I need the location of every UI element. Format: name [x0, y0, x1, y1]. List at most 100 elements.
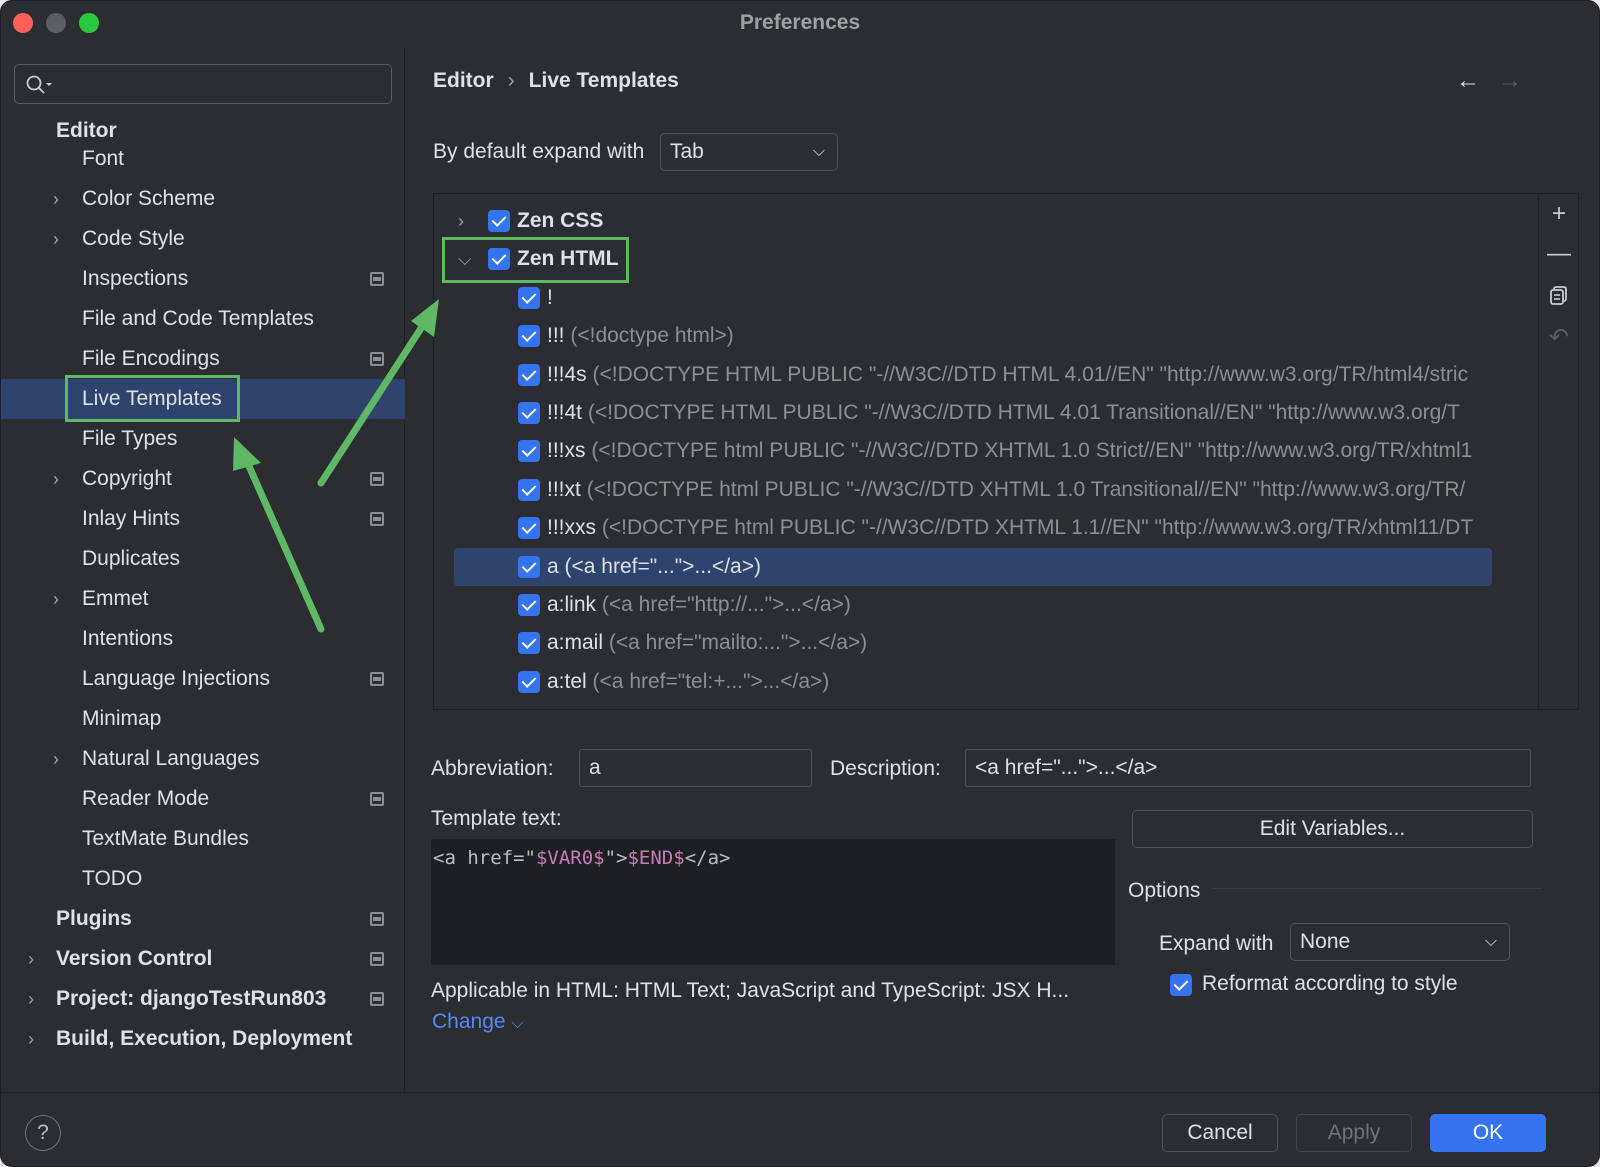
chevron-right-icon[interactable]: › — [53, 589, 59, 609]
cancel-button[interactable]: Cancel — [1162, 1114, 1278, 1152]
change-contexts-link[interactable]: Change ⌵ — [432, 1010, 524, 1034]
template-row[interactable]: !!!xt (<!DOCTYPE html PUBLIC "-//W3C//DT… — [434, 471, 1539, 509]
project-level-icon — [370, 352, 384, 366]
forward-arrow-icon[interactable]: → — [1498, 67, 1522, 94]
template-text-editor[interactable]: <a href="$VAR0$">$END$</a> — [431, 839, 1115, 965]
sidebar-item[interactable]: Font — [1, 139, 405, 179]
sidebar-item[interactable]: Minimap — [1, 699, 405, 739]
template-abbreviation: !!!xt — [547, 477, 581, 501]
template-description: (<!DOCTYPE HTML PUBLIC "-//W3C//DTD HTML… — [587, 401, 1460, 424]
sidebar-item[interactable]: Language Injections — [1, 659, 405, 699]
sidebar-item-label: Code Style — [82, 227, 185, 250]
breadcrumb: Editor›Live Templates — [433, 69, 679, 93]
sidebar-item[interactable]: ›Copyright — [1, 459, 405, 499]
checkbox-checked-icon[interactable] — [518, 478, 540, 501]
checkbox-checked-icon[interactable] — [518, 286, 540, 309]
sidebar-item[interactable]: File Encodings — [1, 339, 405, 379]
sidebar-item[interactable]: › Build, Execution, Deployment — [1, 1019, 405, 1059]
help-icon[interactable]: ? — [25, 1115, 61, 1151]
sidebar-item-label: Build, Execution, Deployment — [56, 1027, 353, 1050]
chevron-right-icon[interactable]: › — [53, 189, 59, 209]
search-input[interactable] — [14, 64, 392, 104]
sidebar-item[interactable]: Editor — [1, 111, 405, 151]
template-description: (<a href="mailto:...">...</a>) — [608, 631, 868, 655]
checkbox-checked-icon[interactable] — [518, 402, 540, 424]
reformat-checkbox[interactable] — [1170, 974, 1192, 996]
template-row[interactable]: !!! (<!doctype html>) — [434, 317, 1539, 355]
expand-default-value: Tab — [670, 140, 704, 163]
chevron-right-icon[interactable]: › — [28, 1029, 34, 1049]
remove-icon[interactable]: — — [1547, 240, 1571, 267]
template-row[interactable]: ! — [434, 279, 1539, 317]
checkbox-checked-icon[interactable] — [518, 440, 540, 463]
template-row[interactable]: a (<a href="...">...</a>) — [454, 547, 1492, 586]
abbreviation-input[interactable]: a — [579, 749, 812, 787]
template-abbreviation: a — [547, 554, 559, 578]
checkbox-checked-icon[interactable] — [518, 555, 540, 578]
checkbox-checked-icon[interactable] — [488, 210, 510, 232]
ok-button[interactable]: OK — [1430, 1114, 1546, 1152]
apply-button[interactable]: Apply — [1296, 1114, 1412, 1152]
back-arrow-icon[interactable]: ← — [1456, 67, 1480, 94]
sidebar-item-label: Inlay Hints — [82, 507, 181, 530]
add-icon[interactable]: + — [1551, 200, 1566, 227]
zoom-window-button[interactable] — [79, 13, 99, 33]
template-description: (<a href="tel:+...">...</a>) — [592, 669, 830, 693]
revert-icon[interactable]: ↶ — [1548, 324, 1570, 351]
template-row[interactable]: a:link (<a href="http://...">...</a>) — [434, 586, 1539, 624]
template-row[interactable]: !!!4s (<!DOCTYPE HTML PUBLIC "-//W3C//DT… — [434, 356, 1539, 394]
sidebar-item[interactable]: ›Natural Languages — [1, 739, 405, 779]
sidebar-item[interactable]: ›Version Control — [1, 939, 405, 979]
close-window-button[interactable] — [13, 13, 33, 33]
template-row[interactable]: a:tel (<a href="tel:+...">...</a>) — [434, 663, 1539, 701]
sidebar-item[interactable]: Duplicates — [1, 539, 405, 579]
template-group-row[interactable]: ›Zen CSS — [434, 202, 1539, 240]
template-row[interactable]: !!!xs (<!DOCTYPE html PUBLIC "-//W3C//DT… — [434, 432, 1539, 470]
breadcrumb-parent[interactable]: Editor — [433, 69, 494, 92]
sidebar-item[interactable]: › Code Style — [1, 219, 405, 259]
checkbox-checked-icon[interactable] — [518, 632, 540, 655]
sidebar-item[interactable]: Inlay Hints — [1, 499, 405, 539]
template-name: !!!xxs (<!DOCTYPE html PUBLIC "-//W3C//D… — [547, 509, 1473, 547]
template-row[interactable]: !!!4t (<!DOCTYPE HTML PUBLIC "-//W3C//DT… — [434, 394, 1539, 432]
checkbox-checked-icon[interactable] — [518, 363, 540, 386]
chevron-right-icon[interactable]: › — [53, 749, 59, 769]
chevron-right-icon[interactable]: › — [458, 211, 464, 231]
sidebar-item-label: Color Scheme — [82, 187, 216, 210]
template-group-row[interactable]: ⌵Zen HTML — [434, 240, 1539, 278]
chevron-right-icon[interactable]: › — [53, 469, 59, 489]
project-level-icon — [370, 992, 384, 1006]
template-name: !!!xs (<!DOCTYPE html PUBLIC "-//W3C//DT… — [547, 432, 1472, 470]
sidebar-item[interactable]: TODO — [1, 859, 405, 899]
sidebar-item[interactable]: File and Code Templates — [1, 299, 405, 339]
sidebar-item[interactable]: Inspections — [1, 259, 405, 299]
template-text-part: <a href=" — [433, 847, 536, 869]
chevron-down-icon[interactable]: ⌵ — [458, 249, 472, 270]
chevron-right-icon[interactable]: › — [28, 989, 34, 1009]
template-row[interactable]: !!!xxs (<!DOCTYPE html PUBLIC "-//W3C//D… — [434, 509, 1539, 547]
checkbox-checked-icon[interactable] — [488, 248, 510, 271]
description-input[interactable]: <a href="...">...</a> — [965, 749, 1531, 787]
expand-with-select[interactable]: None ⌵ — [1290, 923, 1510, 961]
sidebar-item[interactable]: Intentions — [1, 619, 405, 659]
copy-icon[interactable] — [1547, 284, 1571, 308]
checkbox-checked-icon[interactable] — [518, 594, 540, 616]
chevron-right-icon[interactable]: › — [28, 949, 34, 969]
sidebar-item[interactable]: Reader Mode — [1, 779, 405, 819]
sidebar-item[interactable]: TextMate Bundles — [1, 819, 405, 859]
edit-variables-button[interactable]: Edit Variables... — [1132, 810, 1533, 848]
options-heading: Options — [1128, 879, 1201, 902]
minimize-window-button[interactable] — [46, 13, 66, 33]
expand-default-select[interactable]: Tab ⌵ — [660, 133, 838, 171]
chevron-right-icon[interactable]: › — [53, 229, 59, 249]
sidebar-item[interactable]: ›Project: djangoTestRun803 — [1, 979, 405, 1019]
template-name: !!! (<!doctype html>) — [547, 317, 734, 355]
template-row[interactable]: a:mail (<a href="mailto:...">...</a>) — [434, 624, 1539, 662]
sidebar-item[interactable]: Plugins — [1, 899, 405, 939]
checkbox-checked-icon[interactable] — [518, 325, 540, 348]
checkbox-checked-icon[interactable] — [518, 670, 540, 693]
checkbox-checked-icon[interactable] — [518, 517, 540, 540]
sidebar-item[interactable]: File Types — [1, 419, 405, 459]
sidebar-item[interactable]: ›Emmet — [1, 579, 405, 619]
sidebar-item[interactable]: › Color Scheme — [1, 179, 405, 219]
